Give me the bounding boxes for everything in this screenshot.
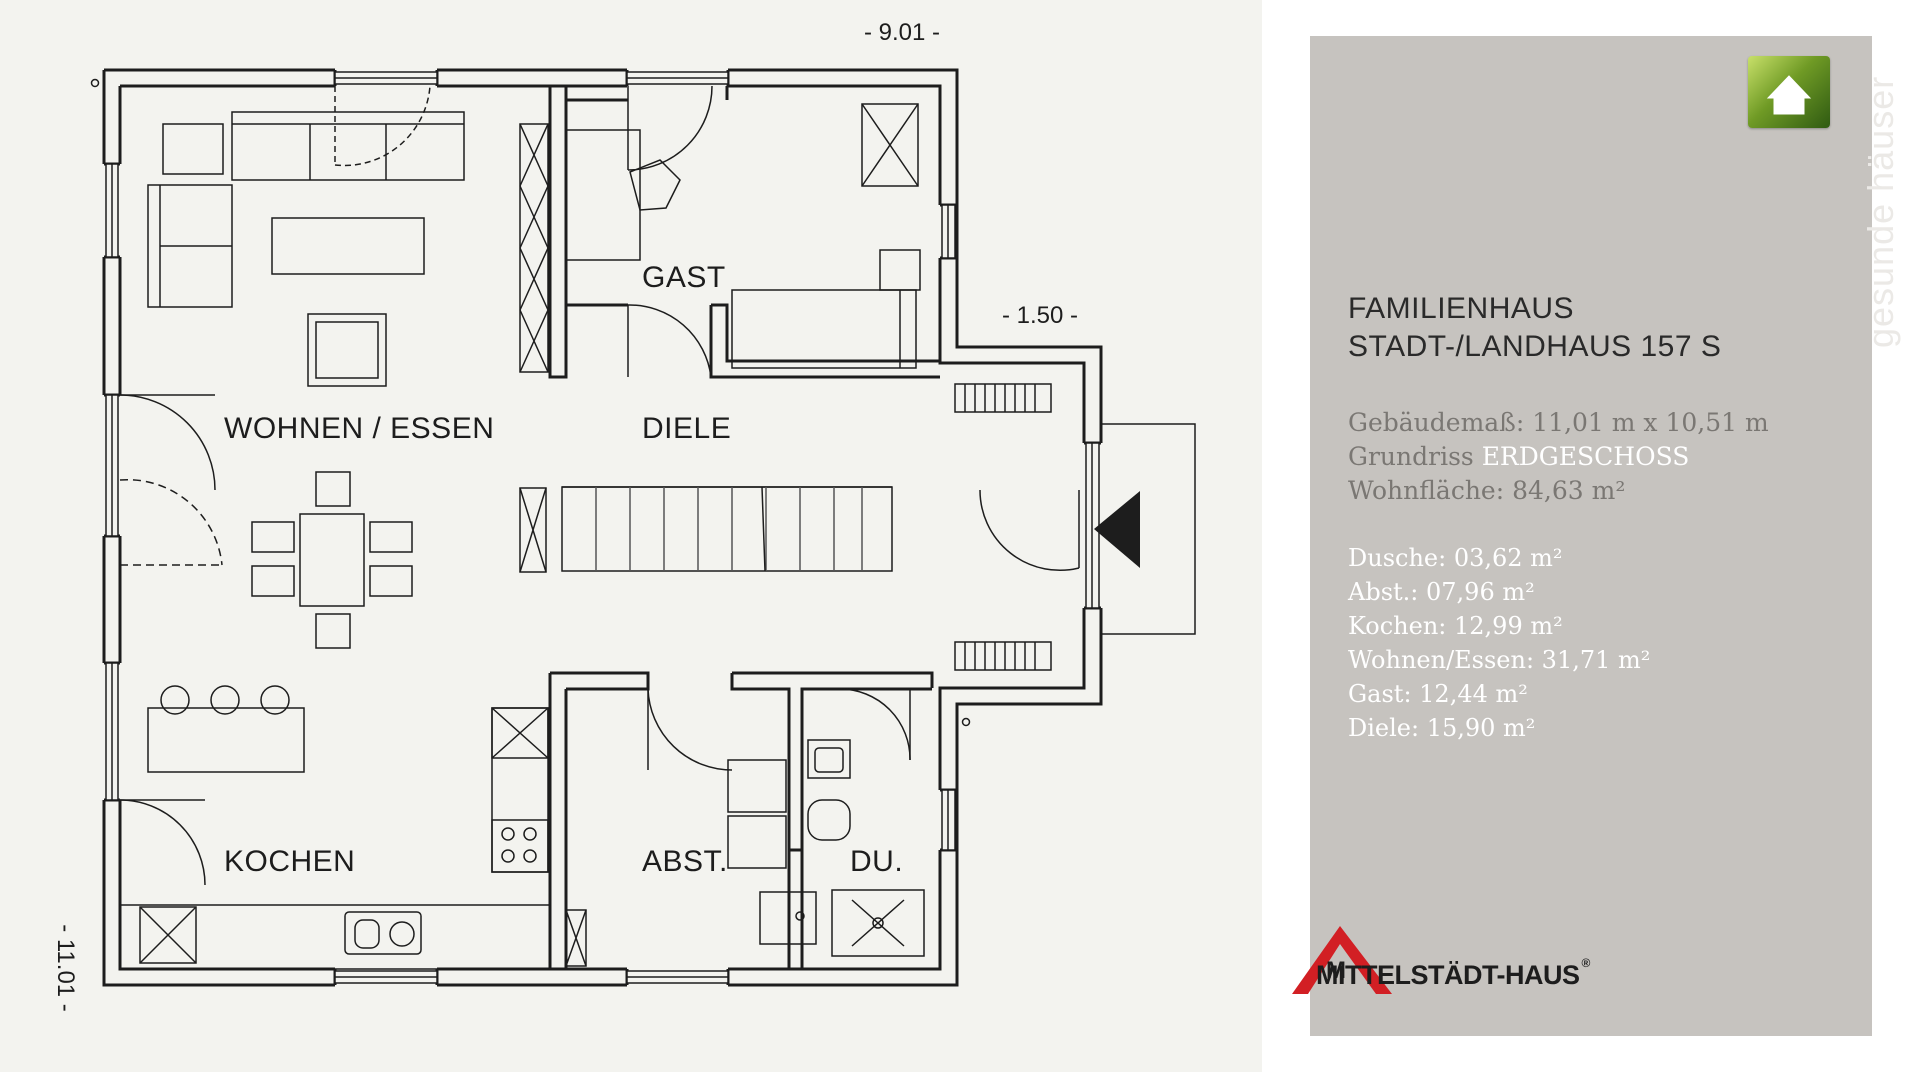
room-label-diele: DIELE	[642, 412, 731, 445]
corner-marker	[90, 78, 100, 88]
company-logo: M MITTELSTÄDT-HAUS®	[1292, 922, 1612, 1002]
windows	[105, 71, 1100, 984]
logo-text: MITTELSTÄDT-HAUS®	[1316, 956, 1590, 991]
dimension-offset-label: - 1.50 -	[1002, 302, 1078, 329]
floorplan-line: Grundriss ERDGESCHOSS	[1348, 442, 1689, 471]
area-gast: Gast: 12,44 m²	[1348, 680, 1528, 708]
floorplan-area: - 9.01 - - 1.50 - - 11.01 -	[0, 0, 1262, 1072]
tagline: gesunde häuser	[1848, 48, 1901, 348]
building-size: Gebäudemaß: 11,01 m x 10,51 m	[1348, 408, 1769, 437]
room-label-kochen: KOCHEN	[224, 845, 355, 878]
room-label-abst: ABST.	[642, 845, 728, 878]
floorplan-drawing: - 9.01 - - 1.50 - - 11.01 -	[52, 19, 1196, 1012]
house-roof-icon: M	[1292, 926, 1392, 994]
info-title-line2: STADT-/LANDHAUS 157 S	[1348, 330, 1722, 363]
logo-name: MITTELSTÄDT-HAUS	[1316, 960, 1580, 990]
entrance-arrow-icon	[1094, 491, 1140, 568]
area-dusche: Dusche: 03,62 m²	[1348, 544, 1563, 572]
green-house-icon	[1748, 56, 1830, 128]
area-wohnen-essen: Wohnen/Essen: 31,71 m²	[1348, 646, 1651, 674]
registered-mark: ®	[1581, 956, 1590, 970]
area-kochen: Kochen: 12,99 m²	[1348, 612, 1563, 640]
area-diele: Diele: 15,90 m²	[1348, 714, 1536, 742]
living-area: Wohnfläche: 84,63 m²	[1348, 476, 1626, 505]
room-label-wohnen-essen: WOHNEN / ESSEN	[224, 412, 494, 445]
floorplan-label: Grundriss	[1348, 442, 1474, 471]
info-panel: gesunde häuser FAMILIENHAUS STADT-/LANDH…	[1310, 36, 1901, 1036]
room-label-du: DU.	[850, 845, 903, 878]
dimension-depth-label: - 11.01 -	[52, 924, 79, 1012]
room-label-gast: GAST	[642, 261, 726, 294]
furniture	[119, 103, 1196, 970]
info-title-line1: FAMILIENHAUS	[1348, 292, 1575, 325]
floorplan-value: ERDGESCHOSS	[1481, 442, 1690, 471]
corner-marker	[961, 717, 971, 727]
area-abst: Abst.: 07,96 m²	[1348, 578, 1535, 606]
dimension-width-label: - 9.01 -	[864, 19, 940, 46]
interior-walls	[548, 86, 940, 969]
svg-text:M: M	[1326, 957, 1346, 984]
tagline-text: gesunde häuser	[1860, 75, 1901, 348]
doors	[119, 85, 1080, 886]
